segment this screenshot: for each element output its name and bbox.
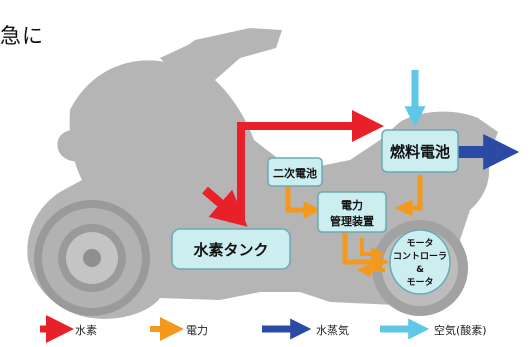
legend-label-water-vapor: 水蒸気	[316, 323, 349, 337]
legend-item-hydrogen: 水素	[40, 315, 97, 343]
legend-item-air: 空気(酸素)	[380, 318, 487, 340]
fuel-cell-label: 燃料電池	[390, 143, 450, 161]
fuel-cell-box: 燃料電池	[381, 129, 459, 173]
hydrogen-tank-box: 水素タンク	[171, 228, 291, 270]
legend-item-power: 電力	[150, 317, 208, 341]
secondary-battery-label: 二次電池	[273, 166, 317, 180]
hydrogen-arrows	[202, 110, 384, 227]
legend: 水素 電力 水蒸気 空気(酸素)	[40, 315, 487, 343]
secondary-battery-box: 二次電池	[267, 157, 323, 187]
hydrogen-tank-label: 水素タンク	[193, 241, 268, 259]
legend-label-power: 電力	[186, 324, 208, 337]
motor-controller-label-4: モータ	[406, 276, 433, 288]
power-management-label-1: 電力	[341, 198, 363, 212]
power-management-box: 電力 管理装置	[317, 191, 387, 233]
legend-label-hydrogen: 水素	[75, 324, 97, 337]
motor-controller-label-3: &	[416, 265, 424, 275]
heading-fragment: 急に	[0, 24, 44, 48]
motor-controller-box: モータ コントローラ & モータ	[389, 229, 451, 295]
legend-label-air: 空気(酸素)	[434, 323, 487, 337]
motor-controller-label-1: モータ	[406, 237, 433, 249]
legend-item-water-vapor: 水蒸気	[262, 318, 349, 340]
front-wheel	[34, 200, 150, 316]
power-arrows	[285, 175, 423, 277]
power-management-label-2: 管理装置	[330, 214, 374, 228]
motor-controller-label-2: コントローラ	[393, 251, 447, 262]
